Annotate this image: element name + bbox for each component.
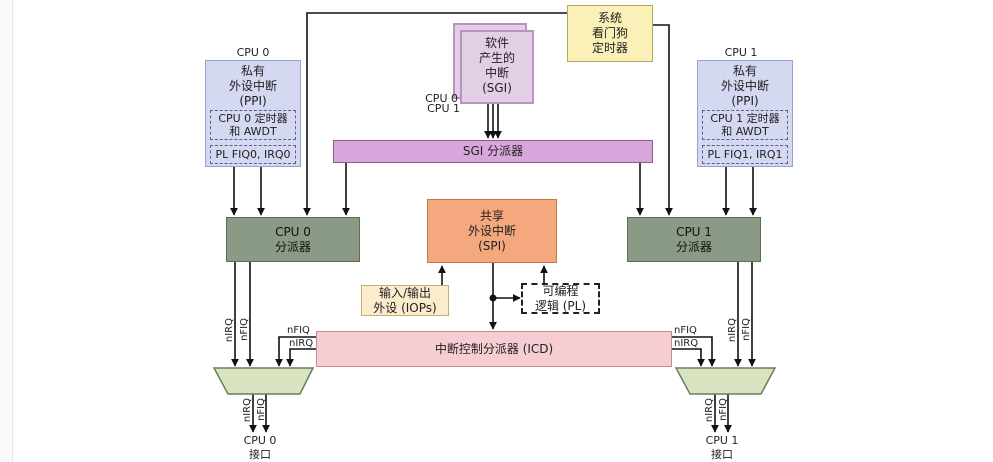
cpu0-ppi-line1: 私有 — [240, 64, 265, 78]
icd-nfiq-cpu1 — [672, 336, 716, 367]
watchdog-line2: 看门狗 — [591, 26, 628, 40]
cpu1-timer-line1: CPU 1 定时器 — [710, 112, 780, 125]
icd-bar: 中断控制分派器 (ICD) — [316, 331, 672, 367]
sgi-distributor-bar: SGI 分派器 — [333, 140, 653, 163]
icd-nirq-cpu1 — [672, 348, 705, 367]
cpu0-nirq-label: nIRQ — [224, 318, 235, 343]
sgi-cpu0-label: CPU 0 — [425, 92, 458, 105]
cpu0-out-nirq-label: nIRQ — [242, 398, 253, 423]
cpu1-ppi-line2: 外设中断 — [720, 79, 769, 93]
spi-box: 共享 外设中断 (SPI) — [427, 199, 557, 263]
watchdog-line3: 定时器 — [591, 41, 628, 55]
cpu1-nfiq-label: nFIQ — [741, 318, 752, 341]
cpu0-timer-line1: CPU 0 定时器 — [218, 112, 288, 125]
cpu1-timer-line2: 和 AWDT — [721, 125, 769, 138]
cpu1-dist-line2: 分派器 — [675, 239, 712, 254]
cpu1-header: CPU 1 — [724, 46, 758, 59]
cpu0-icd-nirq-label: nIRQ — [289, 338, 314, 349]
wdt-to-cpu0-wire — [303, 12, 569, 216]
spi-line1: 共享 — [479, 208, 504, 223]
cpu1-nirq-label: nIRQ — [727, 318, 738, 343]
cpu1-out-nirq-label: nIRQ — [704, 398, 715, 423]
sgi-line1: 软件 — [484, 36, 509, 50]
cpu0-icd-nfiq-label: nFIQ — [287, 325, 310, 336]
iops-box: 输入/输出 外设 (IOPs) — [361, 285, 449, 316]
cpu0-timer-box: CPU 0 定时器 和 AWDT — [210, 110, 296, 140]
cpu0-ppi-box: 私有 外设中断 (PPI) — [205, 60, 301, 167]
cpu0-pl-irq-box: PL FIQ0, IRQ0 — [210, 145, 296, 164]
sgi-cpu1-label: CPU 1 — [427, 102, 460, 115]
cpu1-iface-line2: 接口 — [711, 448, 733, 461]
cpu1-iface-line1: CPU 1 — [705, 434, 739, 447]
cpu0-header: CPU 0 — [236, 46, 270, 59]
cpu1-pl-irq: PL FIQ1, IRQ1 — [707, 148, 783, 161]
watchdog-line1: 系统 — [597, 11, 622, 25]
pl-box: 可编程 逻辑 (PL) — [521, 283, 600, 314]
cpu1-icd-nirq-label: nIRQ — [674, 338, 699, 349]
sgi-card: 软件 产生的 中断 (SGI) — [460, 30, 534, 104]
cpu1-interface-label: CPU 1 接口 — [694, 434, 750, 462]
cpu0-pl-irq: PL FIQ0, IRQ0 — [215, 148, 291, 161]
bus-junction — [489, 294, 497, 302]
iops-line1: 输入/输出 — [378, 285, 432, 300]
cpu1-pl-irq-box: PL FIQ1, IRQ1 — [702, 145, 788, 164]
cpu0-dist-line2: 分派器 — [274, 239, 311, 254]
cpu0-distributor: CPU 0 分派器 — [226, 217, 360, 262]
icd-label: 中断控制分派器 (ICD) — [434, 341, 554, 356]
cpu0-interface-label: CPU 0 接口 — [232, 434, 288, 462]
sgi-line4: (SGI) — [482, 81, 512, 95]
cpu0-dist-line1: CPU 0 — [275, 224, 311, 239]
wdt-to-cpu1-wire — [651, 24, 673, 216]
cpu1-icd-nfiq-label: nFIQ — [674, 325, 697, 336]
spi-line2: 外设中断 — [467, 223, 516, 238]
cpu0-interface-shape — [212, 367, 315, 395]
sgi-distributor-label: SGI 分派器 — [462, 144, 524, 158]
cpu1-ppi-line1: 私有 — [732, 64, 757, 78]
cpu1-timer-box: CPU 1 定时器 和 AWDT — [702, 110, 788, 140]
cpu1-interface-shape — [674, 367, 777, 395]
cpu0-out-nfiq-label: nFIQ — [256, 398, 267, 421]
left-margin-strip — [0, 0, 13, 462]
pl-line2: 逻辑 (PL) — [534, 298, 587, 313]
cpu1-out-nfiq-label: nFIQ — [718, 398, 729, 421]
sgi-line3: 中断 — [484, 66, 509, 80]
cpu1-distributor: CPU 1 分派器 — [627, 217, 761, 262]
cpu0-ppi-line2: 外设中断 — [228, 79, 277, 93]
watchdog-box: 系统 看门狗 定时器 — [567, 5, 653, 62]
cpu1-ppi-box: 私有 外设中断 (PPI) — [697, 60, 793, 167]
spi-line3: (SPI) — [478, 238, 506, 253]
cpu1-ppi-line3: (PPI) — [731, 94, 759, 108]
iops-line2: 外设 (IOPs) — [373, 300, 437, 315]
icd-nirq-cpu0 — [286, 348, 316, 367]
cpu1-dist-line1: CPU 1 — [676, 224, 712, 239]
pl-line1: 可编程 — [542, 283, 579, 298]
cpu0-timer-line2: 和 AWDT — [229, 125, 277, 138]
cpu0-ppi-line3: (PPI) — [239, 94, 267, 108]
cpu0-nfiq-label: nFIQ — [239, 318, 250, 341]
cpu0-iface-line2: 接口 — [249, 448, 271, 461]
sgi-line2: 产生的 — [478, 51, 515, 65]
cpu0-iface-line1: CPU 0 — [243, 434, 277, 447]
icd-nfiq-cpu0 — [275, 336, 316, 367]
